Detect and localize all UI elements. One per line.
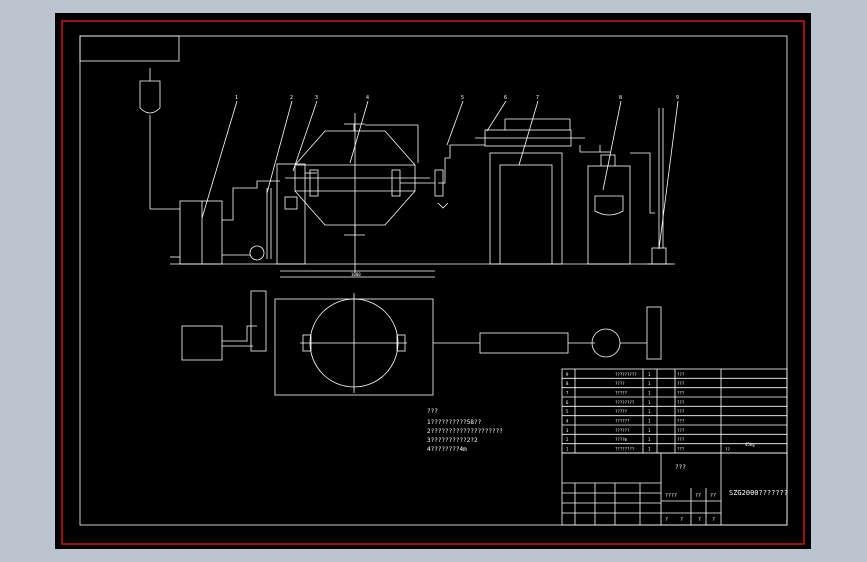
sheet-title: SZG2000???????: [729, 489, 788, 497]
ratio-label-1: ????: [665, 493, 677, 499]
bottom-cell-4: ?: [712, 517, 715, 523]
callout-1: 1: [235, 95, 238, 101]
title-center-label: ???: [675, 464, 686, 471]
callout-5: 5: [461, 95, 464, 101]
bom-no: 5: [566, 409, 569, 414]
callout-4: 4: [366, 95, 369, 101]
elevation-view: 1000: [139, 68, 675, 278]
callout-6: 6: [504, 95, 507, 101]
bom-qty: 1: [648, 381, 651, 386]
bom-no: 6: [566, 400, 569, 405]
note-2: 2????????????????????: [427, 428, 503, 435]
bom-no: 9: [566, 372, 569, 377]
bottom-cell-2: ?: [680, 517, 683, 523]
callout-2: 2: [290, 95, 293, 101]
bom-qty: 1: [648, 447, 651, 452]
bom-qty: 1: [648, 419, 651, 424]
technical-notes: ??? 1??????????58?? 2???????????????????…: [427, 408, 503, 453]
bom-no: 3: [566, 428, 569, 433]
plan-view: [181, 290, 662, 396]
bottom-cell-3: ?: [698, 517, 701, 523]
notes-heading: ???: [427, 408, 438, 415]
bill-of-materials: 9????????? 1??? 8???? 1??? 7????? 1??? 6??????…: [561, 368, 788, 454]
bom-material: ???: [677, 381, 685, 386]
bom-no: 7: [566, 391, 569, 396]
callout-leaders: [201, 100, 679, 250]
bom-material: ???: [677, 447, 685, 452]
note-3: 3??????????2?2: [427, 437, 478, 444]
bom-qty: 1: [648, 428, 651, 433]
callout-labels: 1 2 3 4 5 6 7 8 9: [235, 95, 679, 101]
cad-drawing[interactable]: 1000: [55, 13, 811, 549]
sheet-label: ??: [725, 447, 730, 452]
bom-qty: 1: [648, 409, 651, 414]
inner-frame: [79, 35, 788, 526]
bom-name: ????: [615, 381, 625, 386]
title-block: ??? ???? ?? ?? SZG2000??????? ?? 45kg ? …: [561, 442, 788, 526]
bom-name: ????????: [615, 447, 635, 452]
bom-no: 8: [566, 381, 569, 386]
scale-label: 45kg: [745, 442, 755, 447]
callout-7: 7: [536, 95, 539, 101]
callout-8: 8: [619, 95, 622, 101]
main-dimension: 1000: [351, 272, 361, 277]
bom-material: ???: [677, 409, 685, 414]
note-4: 4????????4m: [427, 446, 467, 453]
callout-9: 9: [676, 95, 679, 101]
bom-no: 1: [566, 447, 569, 452]
bottom-cell-1: ?: [665, 517, 668, 523]
bom-qty: 1: [648, 391, 651, 396]
bom-material: ???: [677, 391, 685, 396]
bom-material: ???: [677, 400, 685, 405]
bom-no: 2: [566, 437, 569, 442]
outer-border: [61, 20, 805, 545]
bom-name: ????????: [615, 400, 635, 405]
corner-box: [79, 35, 180, 62]
bom-material: ???: [677, 437, 685, 442]
bom-material: ???: [677, 428, 685, 433]
callout-3: 3: [315, 95, 318, 101]
bom-material: ???: [677, 419, 685, 424]
bom-no: 4: [566, 419, 569, 424]
bom-name: ?????: [615, 391, 628, 396]
bom-qty: 1: [648, 400, 651, 405]
bom-name: ??????: [615, 419, 630, 424]
bom-material: ???: [677, 372, 685, 377]
bom-name: ????m: [615, 437, 628, 442]
note-1: 1??????????58??: [427, 419, 482, 426]
drawing-viewport[interactable]: 1000: [55, 13, 811, 549]
bom-name: ?????: [615, 409, 628, 414]
ratio-label-3: ??: [710, 493, 716, 499]
bom-name: ?????????: [615, 372, 637, 377]
bom-qty: 1: [648, 437, 651, 442]
bom-name: ??????: [615, 428, 630, 433]
ratio-label-2: ??: [695, 493, 701, 499]
bom-qty: 1: [648, 372, 651, 377]
